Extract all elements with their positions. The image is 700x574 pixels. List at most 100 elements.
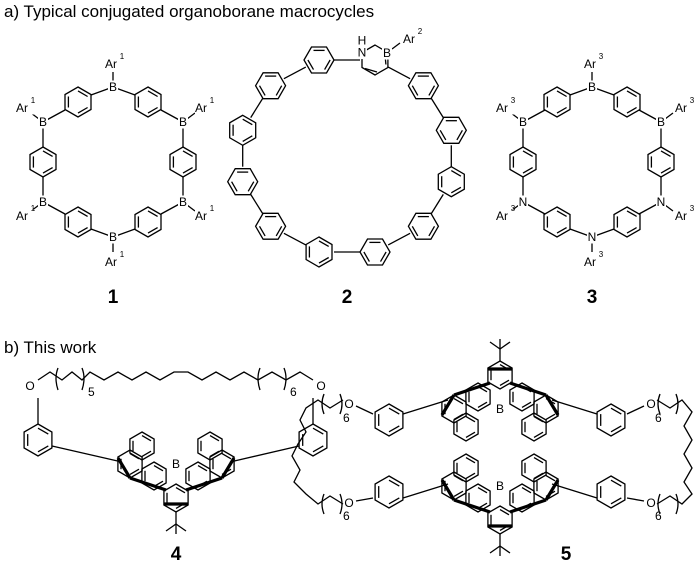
alkyl-chain xyxy=(37,371,314,381)
label-backdrop xyxy=(178,195,188,209)
oxygen-atom: O xyxy=(344,397,353,411)
double-bond xyxy=(275,85,283,96)
double-bond xyxy=(465,431,476,438)
ring-1 xyxy=(134,206,162,238)
label-backdrop xyxy=(108,230,118,244)
ring-1 xyxy=(64,206,92,238)
label-backdrop xyxy=(381,46,392,60)
chain-count: 6 xyxy=(343,509,350,523)
double-bond xyxy=(626,227,637,234)
double-bond xyxy=(477,487,488,494)
double-bond xyxy=(499,379,510,386)
biaryl-bond xyxy=(51,445,123,463)
label-backdrop xyxy=(675,209,697,223)
aryl-superscript: 3 xyxy=(511,96,516,105)
ring-2 xyxy=(305,236,333,268)
bond xyxy=(626,497,645,502)
nitrogen-atom: N xyxy=(519,195,528,209)
central-aryl-ring xyxy=(487,360,513,390)
oxygen-atom: O xyxy=(25,379,34,393)
double-bond xyxy=(556,90,567,98)
double-bond xyxy=(428,225,436,237)
double-bond xyxy=(221,453,232,460)
boron-atom: B xyxy=(172,457,180,471)
label-backdrop xyxy=(357,35,367,47)
boron-atom: B xyxy=(39,195,47,209)
double-bond xyxy=(37,445,49,453)
tbu-bond xyxy=(165,523,177,532)
double-bond xyxy=(77,227,88,234)
double-bond xyxy=(231,181,238,192)
tbu-bond xyxy=(499,545,511,554)
chain-count: 6 xyxy=(343,411,350,425)
oxygen-atom: O xyxy=(344,496,353,510)
ring-2 xyxy=(435,116,468,144)
chain-count: 6 xyxy=(290,385,297,399)
bond xyxy=(355,405,374,415)
double-bond xyxy=(182,150,193,157)
label-backdrop xyxy=(656,195,666,209)
double-bond xyxy=(453,398,464,405)
boron-atom: B xyxy=(519,115,527,129)
double-bond xyxy=(258,225,266,237)
compound-number: 5 xyxy=(561,544,572,565)
naphthyl-ring xyxy=(453,412,479,442)
bold-bond xyxy=(440,479,456,501)
phenyl-ring xyxy=(374,403,404,437)
biaryl-bond xyxy=(430,98,444,118)
chain-count: 6 xyxy=(655,411,662,425)
double-bond xyxy=(242,118,253,126)
double-bond xyxy=(533,472,544,479)
label-backdrop xyxy=(356,46,367,60)
aryl-superscript: 1 xyxy=(31,204,36,213)
double-bond xyxy=(533,416,544,423)
phenyl-ring xyxy=(374,475,404,509)
double-bond xyxy=(556,106,567,114)
double-bond xyxy=(307,59,315,70)
aryl-label: Ar xyxy=(105,57,117,71)
double-bond xyxy=(312,427,324,435)
double-bond xyxy=(428,85,436,96)
naphthyl-ring xyxy=(141,461,167,491)
double-bond xyxy=(388,425,400,433)
double-bond xyxy=(522,167,533,174)
label-backdrop xyxy=(402,32,425,46)
aryl-label: Ar xyxy=(584,57,596,71)
label-backdrop xyxy=(495,402,505,416)
label-backdrop xyxy=(518,195,528,209)
aryl-superscript: 2 xyxy=(418,27,423,36)
label-backdrop xyxy=(16,209,38,223)
boron-atom: B xyxy=(588,80,596,94)
double-bond xyxy=(77,106,88,114)
label-backdrop xyxy=(584,255,606,269)
biaryl-bond xyxy=(402,483,449,499)
double-bond xyxy=(610,425,622,433)
label-backdrop xyxy=(496,101,518,115)
bold-bond xyxy=(544,394,560,416)
section-a-heading: a) Typical conjugated organoborane macro… xyxy=(4,2,375,21)
compound-number: 3 xyxy=(587,287,598,308)
bold-bond xyxy=(509,381,547,397)
aryl-superscript: 3 xyxy=(511,204,516,213)
double-bond xyxy=(77,90,88,98)
biaryl-bond xyxy=(551,399,598,415)
double-bond xyxy=(379,251,387,262)
double-bond xyxy=(247,181,255,192)
boron-atom: B xyxy=(39,115,47,129)
double-bond xyxy=(465,416,476,423)
biaryl-bond xyxy=(283,66,307,80)
aryl-label: Ar xyxy=(403,32,415,46)
double-bond xyxy=(258,85,266,96)
label-backdrop xyxy=(518,115,528,129)
label-backdrop xyxy=(495,479,505,493)
label-backdrop xyxy=(656,115,666,129)
naphthyl-ring xyxy=(465,483,491,513)
aryl-superscript: 1 xyxy=(210,96,215,105)
aryl-label: Ar xyxy=(195,209,207,223)
aryl-label: Ar xyxy=(16,101,28,115)
double-bond xyxy=(411,85,419,96)
nitrogen-atom: N xyxy=(588,230,597,244)
aryl-label: Ar xyxy=(675,101,687,115)
